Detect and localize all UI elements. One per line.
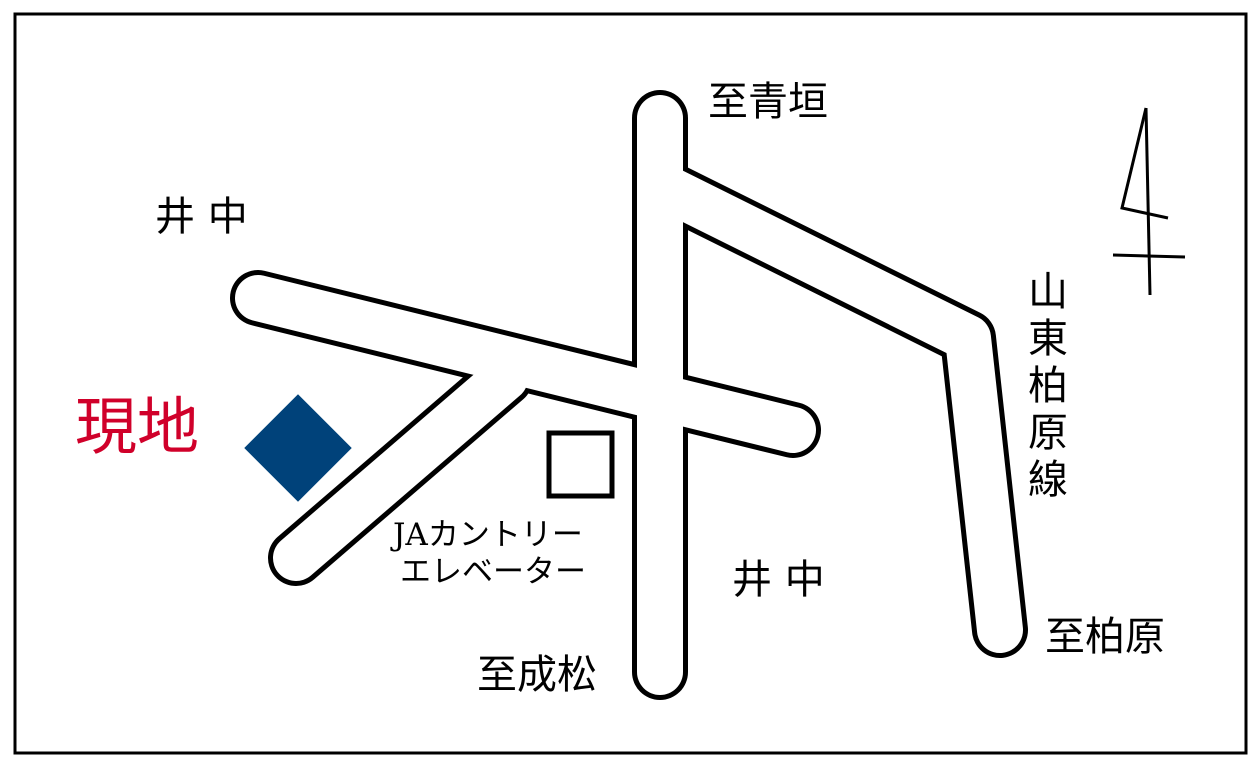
label-ja-line2: エレベーター	[400, 554, 586, 590]
road-east-west	[235, 275, 816, 453]
route-char: 柏	[1028, 363, 1068, 409]
route-char: 線	[1028, 457, 1068, 503]
label-to-aogaki: 至青垣	[708, 79, 828, 125]
road-site-branch	[273, 355, 528, 581]
north-arrow-icon	[1112, 107, 1186, 296]
route-char: 東	[1028, 316, 1068, 362]
label-ja-line1: JAカントリー	[390, 517, 583, 553]
route-char: 山	[1028, 269, 1068, 315]
label-route-name: 山 東 柏 原 線	[1028, 269, 1068, 503]
route-char: 原	[1028, 410, 1068, 456]
roads	[230, 90, 1028, 700]
site-label: 現地	[75, 390, 199, 463]
label-inaka-bottom: 井 中	[732, 557, 825, 603]
label-inaka-top: 井 中	[155, 194, 248, 240]
label-to-narimatsu: 至成松	[477, 652, 597, 698]
site-marker	[244, 394, 352, 502]
label-to-kaibara: 至柏原	[1045, 614, 1165, 660]
ja-building-marker	[546, 430, 615, 499]
road-sanntou-kaibara	[637, 162, 1023, 653]
